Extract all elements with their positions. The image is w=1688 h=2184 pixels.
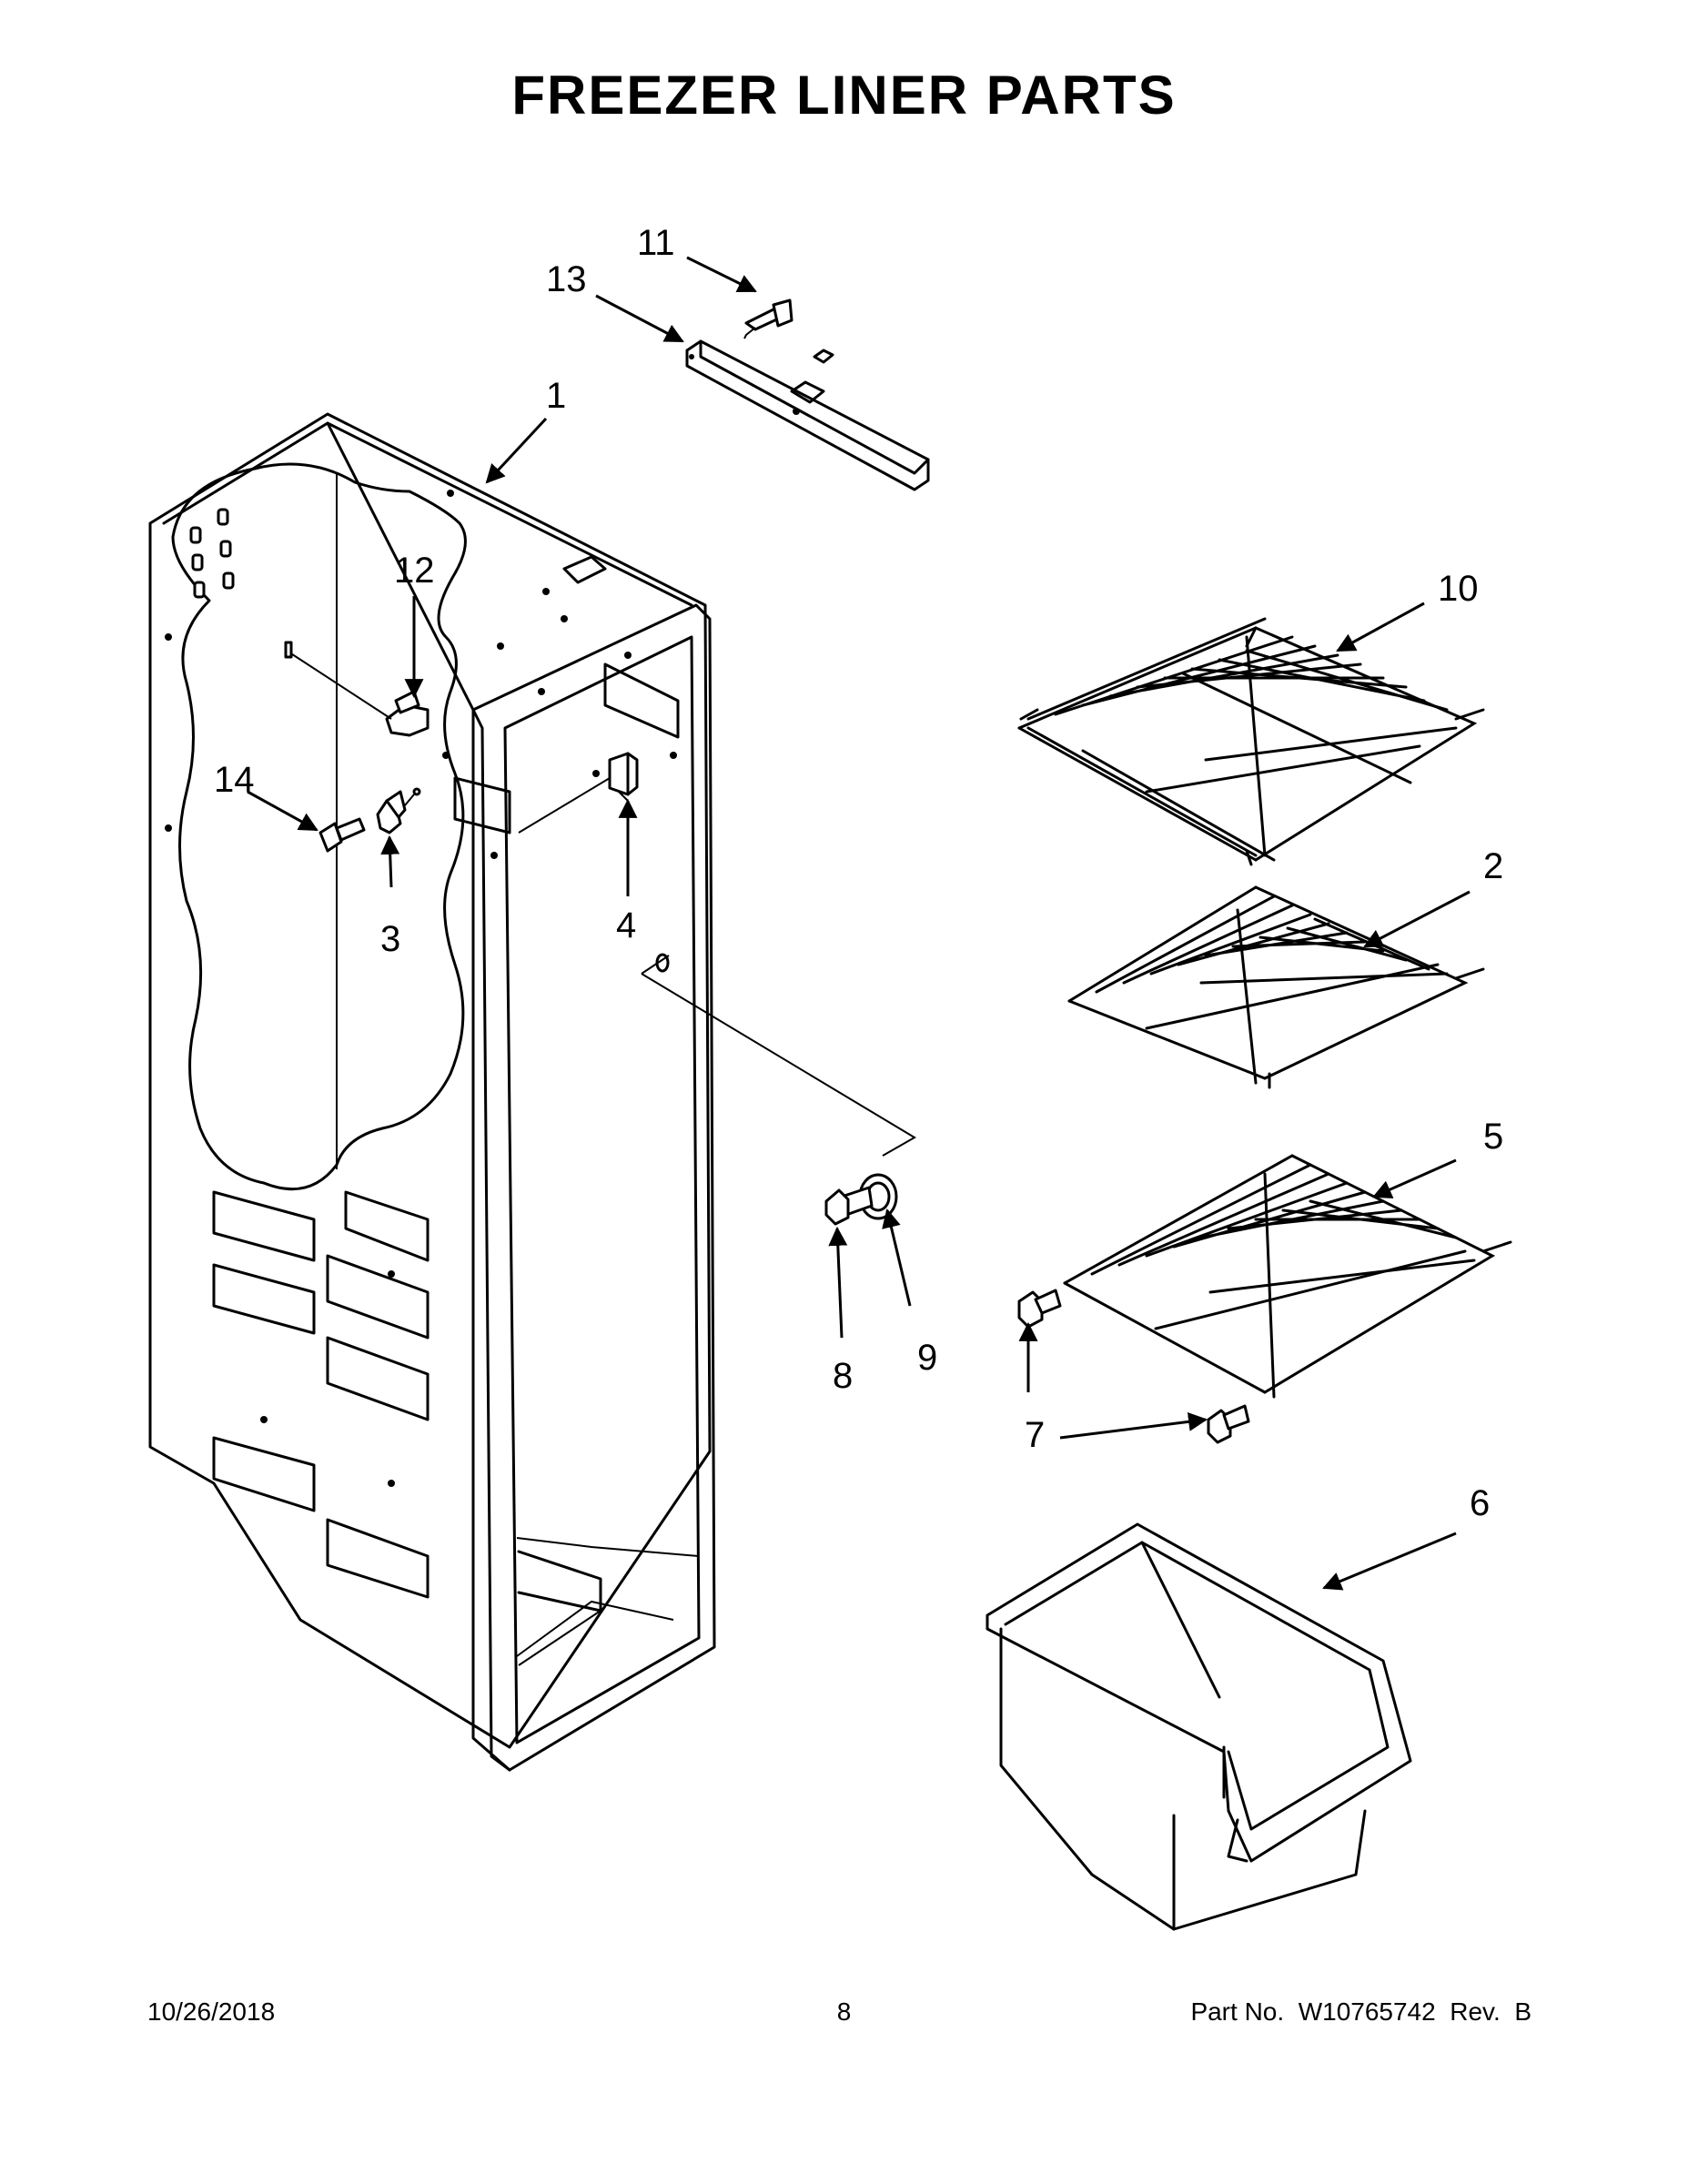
roller-8-9 — [641, 953, 916, 1226]
callout-2: 2 — [1483, 846, 1503, 886]
callout-12: 12 — [394, 551, 435, 591]
top-screw — [743, 298, 793, 339]
callout-14: 14 — [214, 760, 255, 800]
switch-4 — [518, 752, 639, 834]
leader-lines — [247, 256, 1471, 1591]
freezer-bin-6 — [986, 1522, 1412, 1931]
callout-8: 8 — [833, 1356, 853, 1396]
callout-5: 5 — [1483, 1117, 1503, 1157]
callout-13: 13 — [546, 259, 587, 299]
shelf-stops-7 — [1017, 1289, 1250, 1444]
callout-11: 11 — [637, 223, 675, 263]
callout-1: 1 — [546, 376, 566, 416]
screw-14 — [318, 817, 366, 853]
callout-9: 9 — [917, 1338, 937, 1378]
clip-3 — [376, 787, 421, 834]
wire-shelf-10 — [1017, 617, 1485, 866]
footer-date: 10/26/2018 — [147, 1997, 276, 2026]
callout-7: 7 — [1025, 1415, 1045, 1455]
callout-4: 4 — [616, 905, 636, 945]
wire-shelf-5 — [1063, 1154, 1512, 1399]
footer-part-number: Part No. W10765742 Rev. B — [1190, 1997, 1531, 2026]
rail-bracket — [685, 339, 930, 491]
clip-12 — [284, 641, 430, 737]
freezer-liner — [148, 412, 716, 1772]
page-title: FREEZER LINER PARTS — [511, 65, 1177, 126]
callout-3: 3 — [380, 919, 400, 959]
footer-page-number: 8 — [836, 1997, 852, 2026]
wire-shelf-2 — [1067, 885, 1485, 1089]
callout-numbers: 1 2 3 4 5 6 7 8 9 10 11 12 13 14 — [214, 223, 1503, 1523]
callout-6: 6 — [1470, 1483, 1490, 1523]
callout-10: 10 — [1438, 569, 1479, 609]
